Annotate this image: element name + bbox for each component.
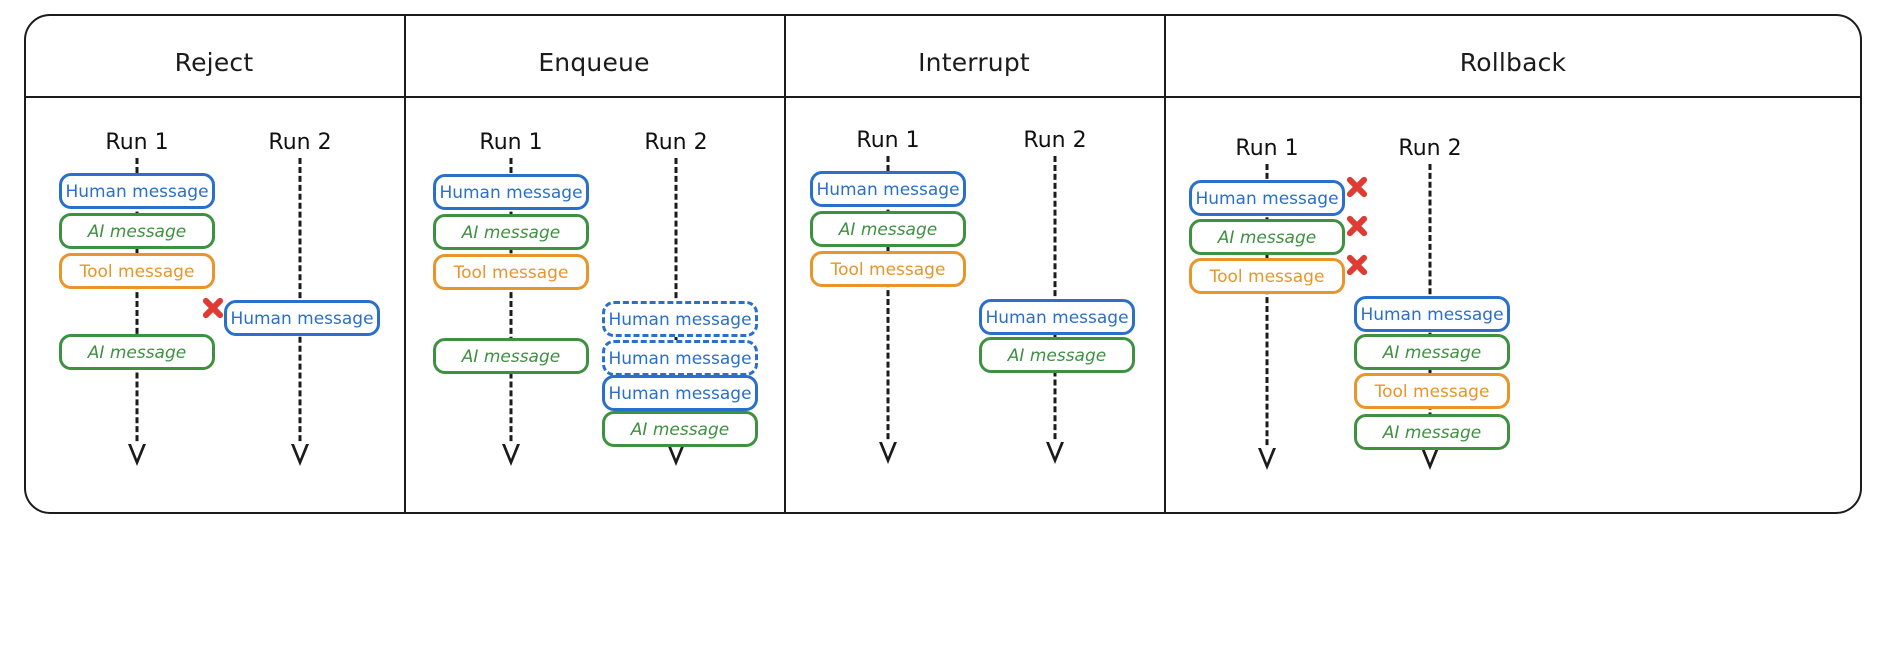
message-pill: AI message [59, 213, 215, 249]
run-label: Run 1 [856, 128, 920, 153]
lifeline [886, 156, 890, 448]
message-pill: AI message [1354, 334, 1510, 370]
run-label: Run 2 [268, 130, 332, 155]
message-pill: Human message [433, 174, 589, 210]
message-pill: Human message [602, 375, 758, 411]
lifeline-arrowhead-inner [131, 444, 143, 459]
run-label: Run 1 [1235, 136, 1299, 161]
panel-separator-3 [1164, 16, 1166, 512]
run-label: Run 2 [644, 130, 708, 155]
x-mark-icon [1344, 252, 1370, 278]
message-pill: AI message [979, 337, 1135, 373]
lifeline-arrowhead-inner [670, 444, 682, 459]
lifeline [135, 158, 139, 450]
x-mark-icon [1344, 213, 1370, 239]
run-label: Run 1 [105, 130, 169, 155]
lifeline-arrowhead-inner [1424, 448, 1436, 463]
message-pill: Tool message [433, 254, 589, 290]
panel-separator-1 [404, 16, 406, 512]
lifeline [509, 158, 513, 450]
message-pill-queued: Human message [602, 340, 758, 376]
message-pill: AI message [1354, 414, 1510, 450]
lifeline [1265, 164, 1269, 454]
panel-separator-2 [784, 16, 786, 512]
message-pill: Tool message [59, 253, 215, 289]
header-divider [24, 96, 1862, 98]
panel-title-reject: Reject [174, 48, 254, 77]
message-pill: Human message [810, 171, 966, 207]
lifeline-arrowhead-inner [1261, 448, 1273, 463]
message-pill: Tool message [810, 251, 966, 287]
x-mark-icon [200, 295, 226, 321]
x-mark-icon [1344, 174, 1370, 200]
lifeline-arrowhead-inner [882, 442, 894, 457]
message-pill: Tool message [1189, 258, 1345, 294]
message-pill-queued: Human message [602, 301, 758, 337]
lifeline-arrowhead-inner [294, 444, 306, 459]
panel-title-rollback: Rollback [1459, 48, 1567, 77]
panel-title-interrupt: Interrupt [918, 48, 1030, 77]
run-label: Run 2 [1398, 136, 1462, 161]
run-label: Run 1 [479, 130, 543, 155]
run-label: Run 2 [1023, 128, 1087, 153]
message-pill: Human message [1189, 180, 1345, 216]
message-pill: Human message [1354, 296, 1510, 332]
message-pill: AI message [602, 411, 758, 447]
message-pill: Human message [224, 300, 380, 336]
message-pill: Human message [979, 299, 1135, 335]
message-pill: Human message [59, 173, 215, 209]
lifeline-arrowhead-inner [505, 444, 517, 459]
panel-title-enqueue: Enqueue [538, 48, 650, 77]
message-pill: AI message [433, 214, 589, 250]
lifeline-arrowhead-inner [1049, 442, 1061, 457]
message-pill: AI message [433, 338, 589, 374]
message-pill: Tool message [1354, 373, 1510, 409]
message-pill: AI message [1189, 219, 1345, 255]
message-pill: AI message [59, 334, 215, 370]
message-pill: AI message [810, 211, 966, 247]
